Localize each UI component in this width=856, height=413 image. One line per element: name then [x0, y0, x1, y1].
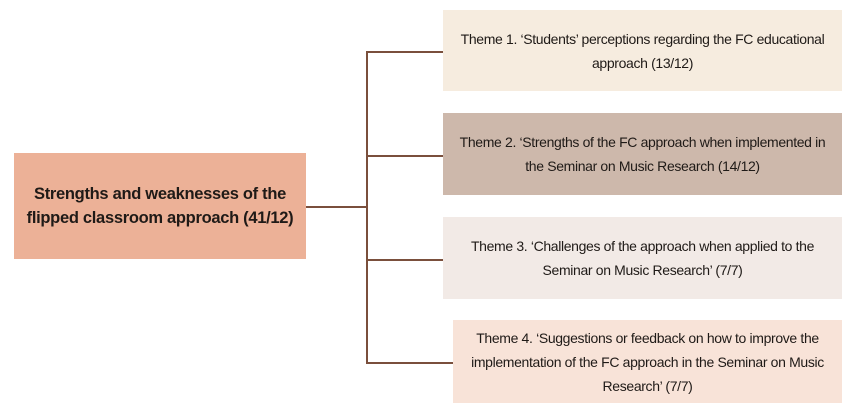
theme-node-1-label: Theme 1. ‘Students’ perceptions regardin…	[460, 30, 825, 71]
root-node: Strengths and weaknesses of the flipped …	[14, 153, 306, 259]
theme-node-4: Theme 4. ‘Suggestions or feedback on how…	[453, 320, 842, 403]
theme-node-4-label: Theme 4. ‘Suggestions or feedback on how…	[471, 329, 824, 394]
root-node-label: Strengths and weaknesses of the flipped …	[26, 185, 294, 227]
connector-theme-3	[366, 259, 443, 261]
connector-theme-2	[366, 155, 443, 157]
theme-node-2: Theme 2. ‘Strengths of the FC approach w…	[443, 113, 842, 195]
connector-theme-1	[366, 51, 443, 53]
theme-node-1: Theme 1. ‘Students’ perceptions regardin…	[443, 10, 842, 91]
theme-node-2-label: Theme 2. ‘Strengths of the FC approach w…	[459, 134, 826, 174]
connector-vertical-trunk	[366, 51, 368, 363]
theme-node-3: Theme 3. ‘Challenges of the approach whe…	[443, 217, 842, 299]
connector-root-horizontal	[306, 206, 366, 208]
theme-node-3-label: Theme 3. ‘Challenges of the approach whe…	[470, 238, 815, 278]
connector-theme-4	[366, 362, 453, 364]
